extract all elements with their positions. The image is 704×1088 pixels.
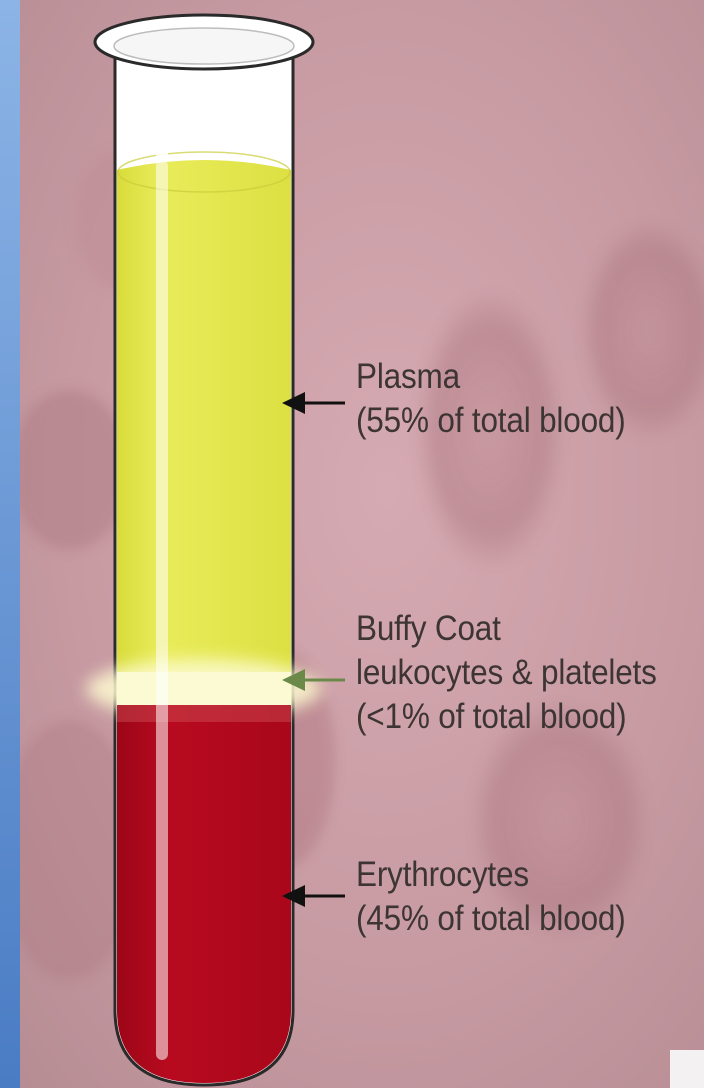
erythrocyte-layer [117,705,291,1083]
glass-highlight [156,160,168,1060]
buffy-coat-percent: (<1% of total blood) [356,695,657,739]
plasma-title: Plasma [356,355,626,399]
left-edge-bar [0,0,20,1088]
plasma-percent: (55% of total blood) [356,399,626,443]
buffy-coat-contents: leukocytes & platelets [356,651,657,695]
erythrocytes-label: Erythrocytes (45% of total blood) [356,853,626,941]
tube-rim-inner [114,28,294,64]
plasma-label: Plasma (55% of total blood) [356,355,626,443]
ery-top-fade [117,705,291,722]
erythrocytes-percent: (45% of total blood) [356,897,626,941]
erythrocytes-title: Erythrocytes [356,853,626,897]
glass-highlight-top [156,60,168,160]
buffy-coat-label: Buffy Coat leukocytes & platelets (<1% o… [356,607,657,739]
buffy-coat-layer [117,672,291,707]
plasma-layer [117,160,291,672]
corner-fragment [670,1050,704,1088]
buffy-coat-title: Buffy Coat [356,607,657,651]
